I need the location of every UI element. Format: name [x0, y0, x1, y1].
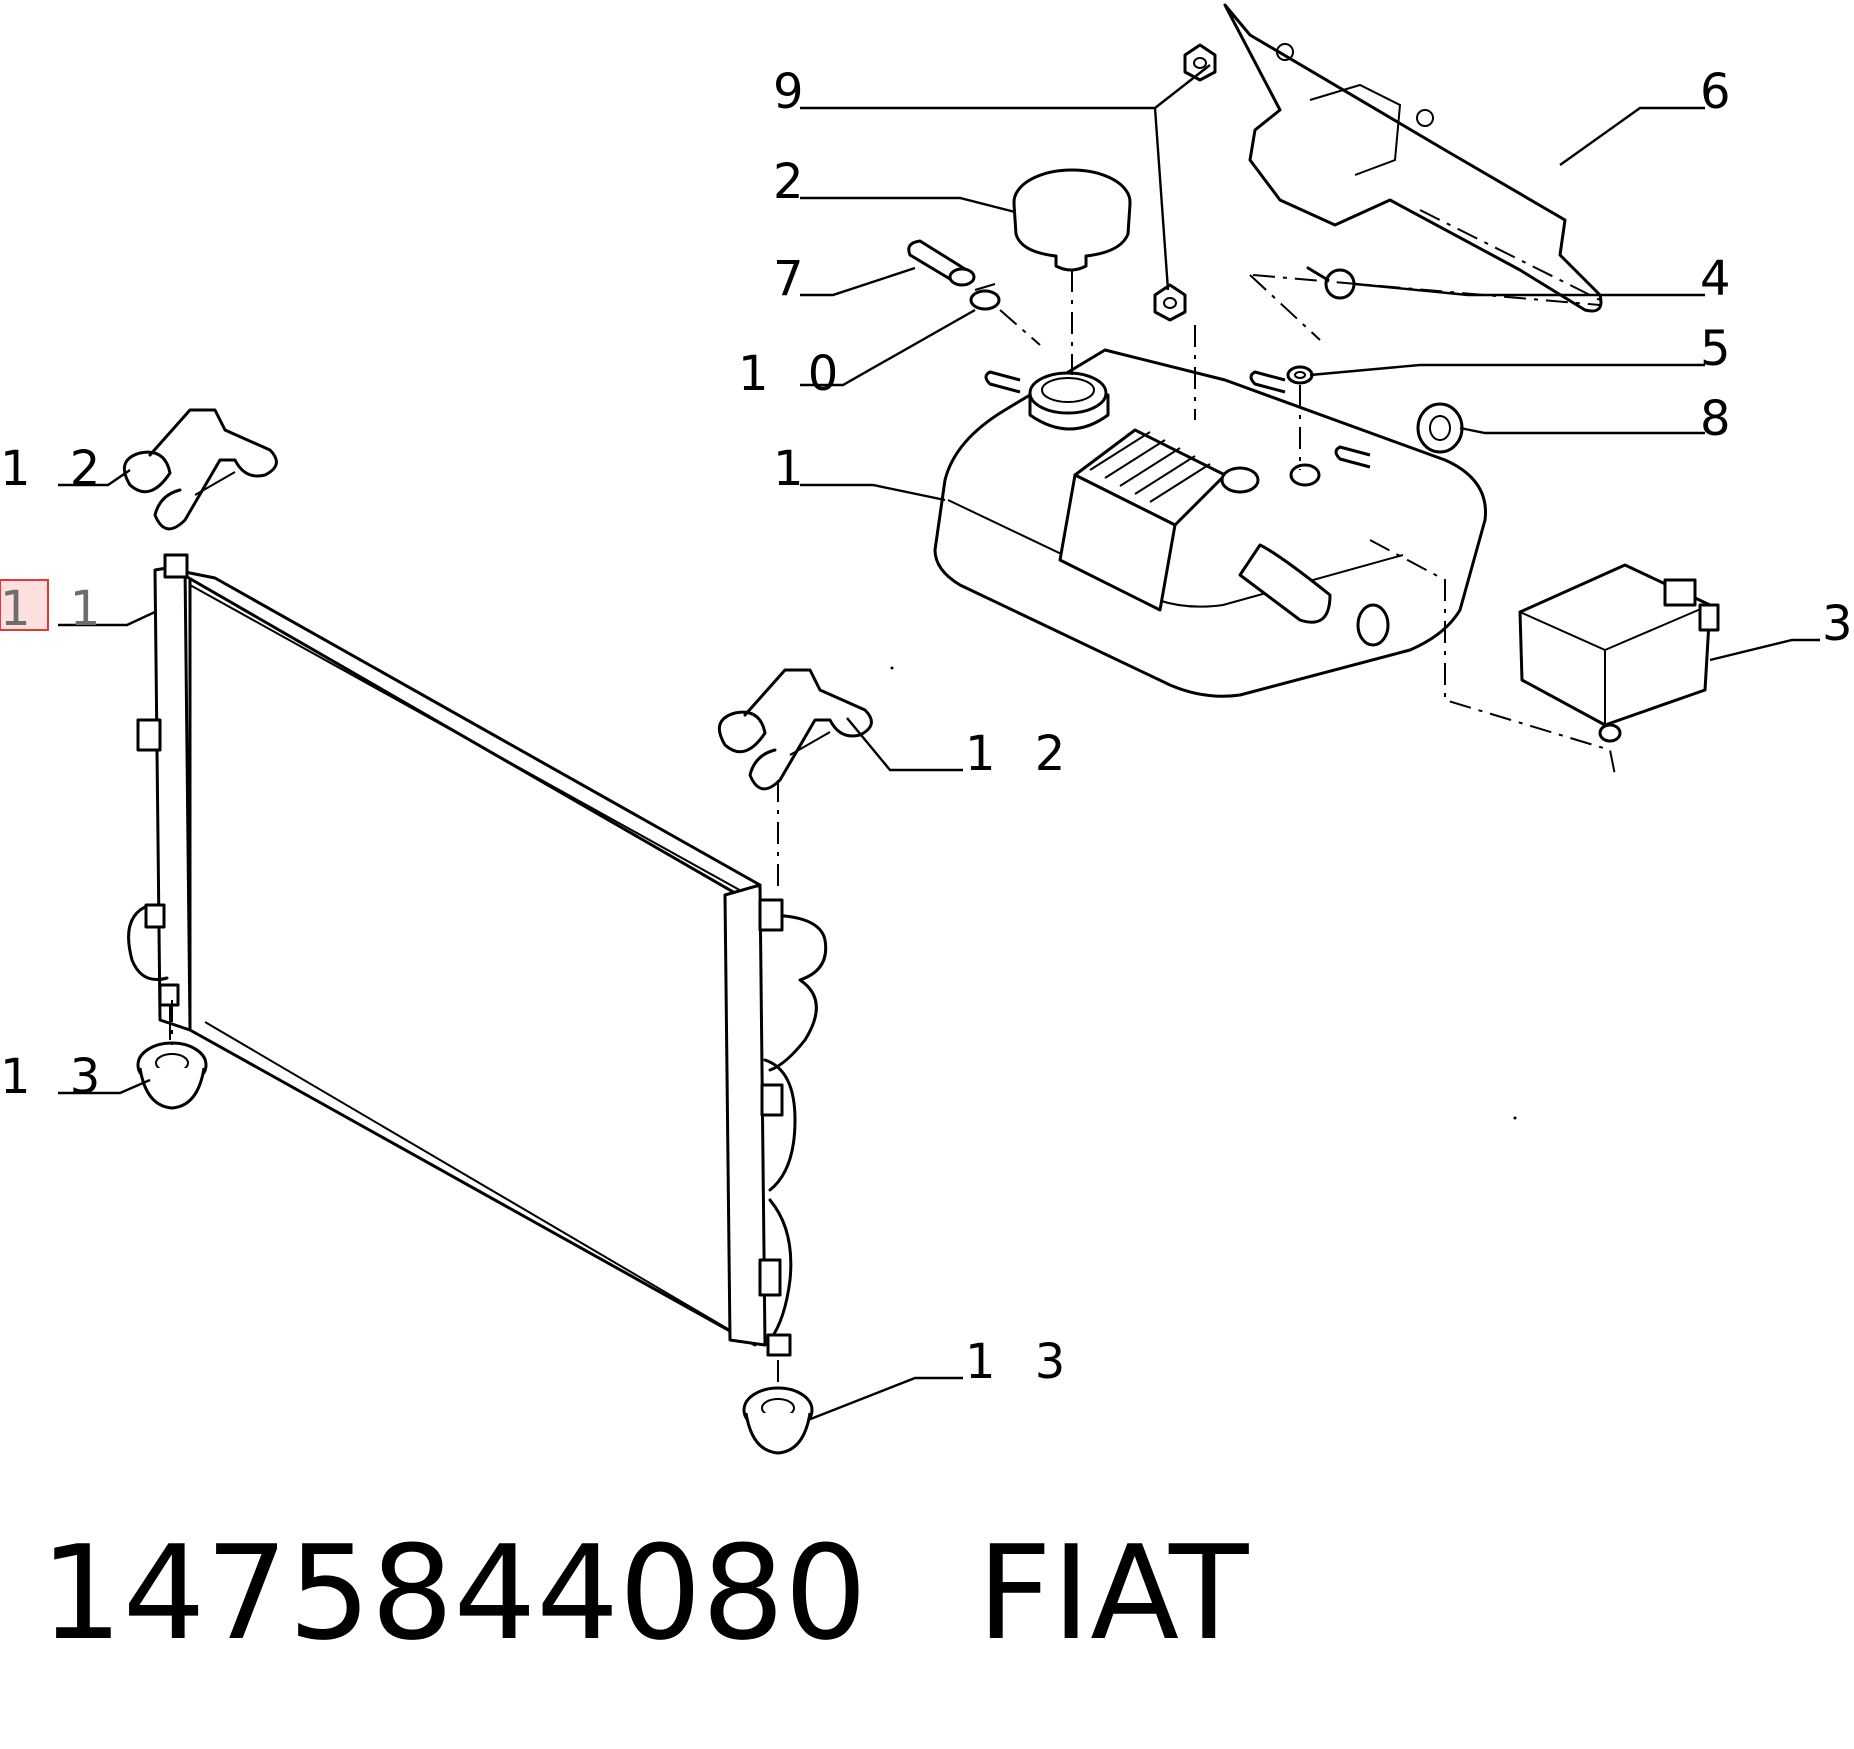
callout-7: 7	[773, 251, 816, 307]
callout-2: 2	[773, 154, 816, 210]
bracket-clip-right	[717, 668, 873, 890]
rubber-mount-left	[136, 1000, 208, 1110]
nut-upper	[1183, 43, 1217, 82]
speck	[890, 666, 894, 670]
callout-12-right: 1 2	[965, 726, 1077, 782]
callout-13-left: 1 3	[0, 1049, 112, 1105]
highlight-box	[0, 579, 49, 631]
washer	[1286, 365, 1314, 470]
part-number: 1475844080	[40, 1517, 868, 1669]
callout-9: 9	[773, 64, 816, 120]
bracket-clip-left	[122, 408, 278, 531]
callout-5: 5	[1700, 321, 1743, 377]
sensor-module	[1369, 539, 1720, 776]
rubber-mount-right	[742, 1360, 814, 1455]
expansion-tank	[933, 348, 1487, 698]
callout-8: 8	[1700, 391, 1743, 447]
callout-12-left: 1 2	[0, 441, 112, 497]
hose-piece	[907, 239, 976, 287]
callout-11: 1 1	[0, 581, 112, 637]
callout-13-right: 1 3	[965, 1334, 1077, 1390]
mounting-bracket	[1223, 3, 1603, 313]
radiator	[127, 553, 828, 1357]
filler-cap	[1012, 168, 1132, 375]
hose-clamp	[969, 283, 1041, 346]
nut-lower	[1153, 283, 1196, 420]
leader-lines	[58, 64, 1820, 1422]
callout-10: 1 0	[738, 346, 850, 402]
callout-1: 1	[773, 441, 816, 497]
speck	[1513, 1116, 1517, 1120]
callout-3: 3	[1822, 596, 1854, 652]
callout-6: 6	[1700, 64, 1743, 120]
brand-name: FIAT	[977, 1517, 1249, 1669]
callout-4: 4	[1700, 251, 1743, 307]
